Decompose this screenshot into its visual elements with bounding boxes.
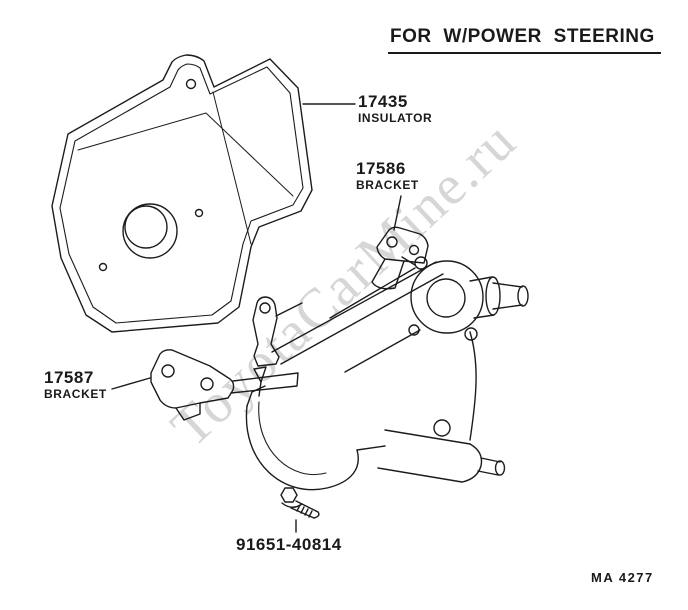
part-label-17587: 17587 BRACKET	[44, 369, 107, 401]
insulator-drawing	[51, 54, 313, 333]
part-number-17587: 17587	[44, 368, 94, 387]
leader-line-17586	[393, 195, 402, 231]
part-number-91651-40814: 91651-40814	[236, 535, 342, 554]
stay-bracket-drawing	[252, 296, 303, 397]
part-label-91651-40814: 91651-40814	[236, 536, 342, 553]
part-label-17435: 17435 INSULATOR	[358, 93, 432, 125]
part-number-17435: 17435	[358, 92, 408, 111]
leader-line-17587	[111, 377, 151, 390]
part-label-17586: 17586 BRACKET	[356, 160, 419, 192]
page-title: FOR W/POWER STEERING	[388, 26, 661, 54]
gear-assembly-drawing	[245, 256, 529, 491]
part-name-bracket-lower: BRACKET	[44, 387, 107, 401]
bracket-17586-drawing	[371, 226, 429, 290]
part-name-bracket-upper: BRACKET	[356, 178, 419, 192]
bracket-17587-drawing	[150, 349, 299, 421]
part-name-insulator: INSULATOR	[358, 111, 433, 125]
figure-code: MA 4277	[591, 570, 654, 585]
bolt-drawing	[280, 487, 320, 519]
part-number-17586: 17586	[356, 159, 406, 178]
